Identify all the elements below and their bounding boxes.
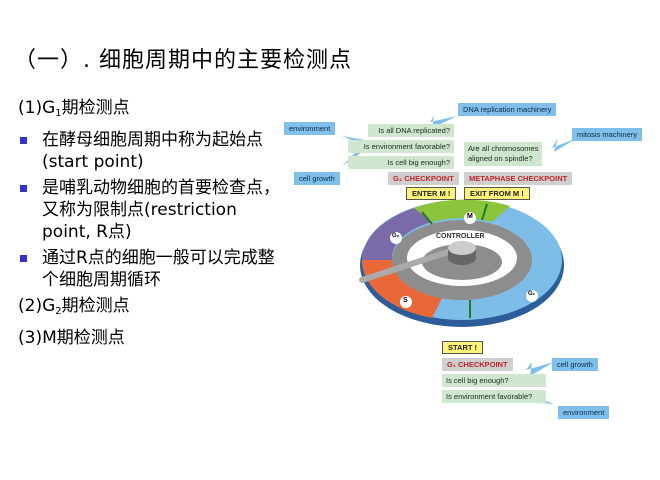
section-heading-m: (3)M期检测点: [18, 327, 280, 349]
cell-cycle-wheel: [342, 116, 577, 404]
arrow-icon: [526, 362, 554, 376]
external-cell-growth-bottom: cell growth: [552, 358, 598, 371]
slide-title: （一）. 细胞周期中的主要检测点: [14, 48, 352, 73]
phase-m-label: M: [467, 213, 473, 220]
heading-text: 期检测点: [56, 328, 125, 348]
phase-s-label: S: [403, 297, 408, 304]
g1-checkpoint-label: G₁ CHECKPOINT: [442, 358, 513, 371]
g2-question: Is all DNA replicated?: [368, 124, 454, 137]
start-flag: START !: [442, 341, 484, 354]
cycle-ring: [359, 199, 564, 327]
metaphase-question-line: Are all chromosomes: [468, 144, 539, 153]
g1-question: Is cell big enough?: [442, 374, 546, 387]
external-environment-bottom: environment: [558, 406, 610, 419]
controller-label: CONTROLLER: [436, 233, 485, 240]
enter-m-flag: ENTER M !: [406, 187, 457, 200]
section-heading-g2: (2)G2期检测点: [18, 295, 280, 323]
exit-m-flag: EXIT FROM M !: [464, 187, 530, 200]
external-mitosis-machinery: mitosis machinery: [572, 128, 643, 141]
cell-cycle-diagram: DNA replication machinery environment mi…: [282, 100, 643, 420]
g2-question: Is environment favorable?: [348, 140, 454, 153]
slide-content: (1)G1期检测点 在酵母细胞周期中称为起始点(start point) 是哺乳…: [18, 97, 280, 353]
heading-text: 期检测点: [61, 296, 130, 316]
heading-subscript: 1: [55, 108, 62, 119]
bullet-item: 是哺乳动物细胞的首要检查点，又称为限制点(restriction point, …: [18, 177, 280, 243]
external-cell-growth-top: cell growth: [294, 172, 340, 185]
metaphase-checkpoint-label: METAPHASE CHECKPOINT: [464, 172, 573, 185]
controller-lever: [359, 247, 457, 283]
bullet-item: 通过R点的细胞一般可以完成整个细胞周期循环: [18, 247, 280, 291]
bullet-square-icon: [20, 137, 27, 144]
bullet-square-icon: [20, 185, 27, 192]
heading-text: (2)G: [18, 296, 56, 316]
phase-g1-label: G₁: [528, 291, 536, 297]
section-heading-g1: (1)G1期检测点: [18, 97, 280, 125]
metaphase-question: Are all chromosomes aligned on spindle?: [464, 142, 543, 166]
arrow-icon: [552, 138, 577, 152]
g1-question: Is environment favorable?: [442, 390, 546, 403]
external-dna-replication-machinery: DNA replication machinery: [458, 103, 557, 116]
bullet-item: 在酵母细胞周期中称为起始点(start point): [18, 129, 280, 173]
g2-checkpoint-label: G₂ CHECKPOINT: [388, 172, 459, 185]
bullet-text: 是哺乳动物细胞的首要检查点，又称为限制点(restriction point, …: [42, 178, 280, 242]
external-environment-top: environment: [284, 122, 336, 135]
metaphase-question-line: aligned on spindle?: [468, 154, 533, 163]
heading-text: 期检测点: [61, 98, 130, 118]
heading-text: (1)G: [18, 98, 56, 118]
g2-question: Is cell big enough?: [348, 156, 454, 169]
heading-subscript: 2: [55, 306, 62, 317]
heading-text: (3)M: [18, 328, 57, 348]
bullet-text: 通过R点的细胞一般可以完成整个细胞周期循环: [42, 248, 275, 290]
controller-knob: [448, 241, 476, 255]
bullet-text: 在酵母细胞周期中称为起始点(start point): [42, 130, 263, 172]
phase-g2-label: G₂: [392, 233, 400, 239]
bullet-square-icon: [20, 255, 27, 262]
